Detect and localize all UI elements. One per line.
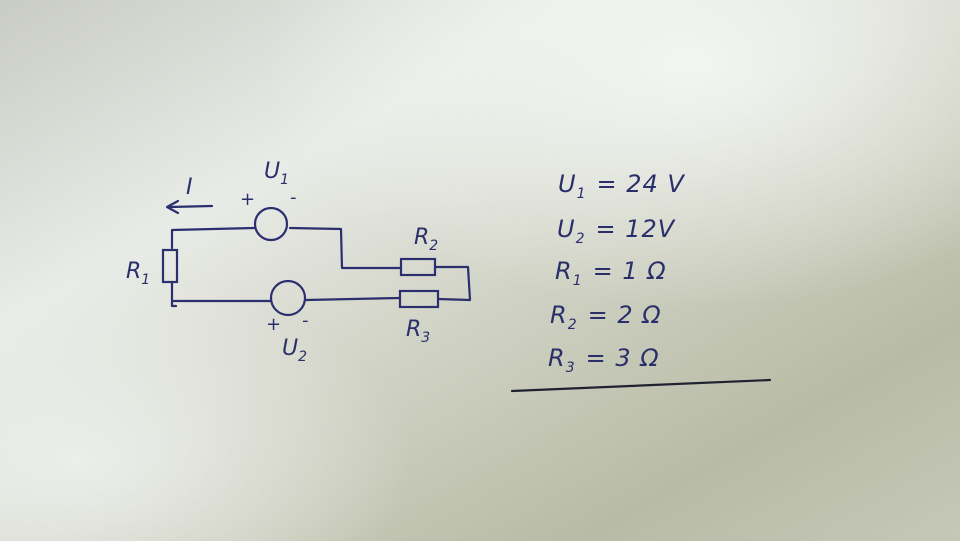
r3-label: R3 — [406, 317, 430, 346]
u2-plus: + — [266, 314, 281, 335]
u2-minus: - — [302, 310, 309, 331]
current-label: I — [186, 175, 193, 200]
given-values: U1= 24 V U2= 12V R1= 1 Ω R2= 2 Ω R3= 3 Ω — [510, 170, 772, 393]
u2-label: U2 — [282, 336, 307, 365]
circuit-diagram: I + - U1 R1 + - U2 R2 R3 — [126, 159, 472, 365]
given-u2: U2= 12V — [557, 215, 676, 247]
given-u1: U1= 24 V — [558, 170, 685, 202]
resistor-r1 — [161, 248, 179, 284]
given-r1: R1= 1 Ω — [555, 257, 667, 289]
given-underline — [510, 378, 772, 393]
bottom-wire — [170, 296, 402, 303]
r1-label: R1 — [126, 259, 150, 288]
u1-plus: + — [240, 189, 255, 210]
u1-minus: - — [290, 187, 297, 208]
given-r2: R2= 2 Ω — [550, 301, 662, 333]
given-r3: R3= 3 Ω — [548, 344, 660, 376]
parallel-wire — [433, 265, 472, 302]
u1-label: U1 — [264, 159, 289, 188]
voltage-source-u2 — [269, 279, 307, 317]
current-arrow — [165, 199, 214, 215]
voltage-source-u1 — [253, 206, 289, 242]
top-wire — [170, 226, 403, 270]
r2-label: R2 — [414, 225, 438, 254]
